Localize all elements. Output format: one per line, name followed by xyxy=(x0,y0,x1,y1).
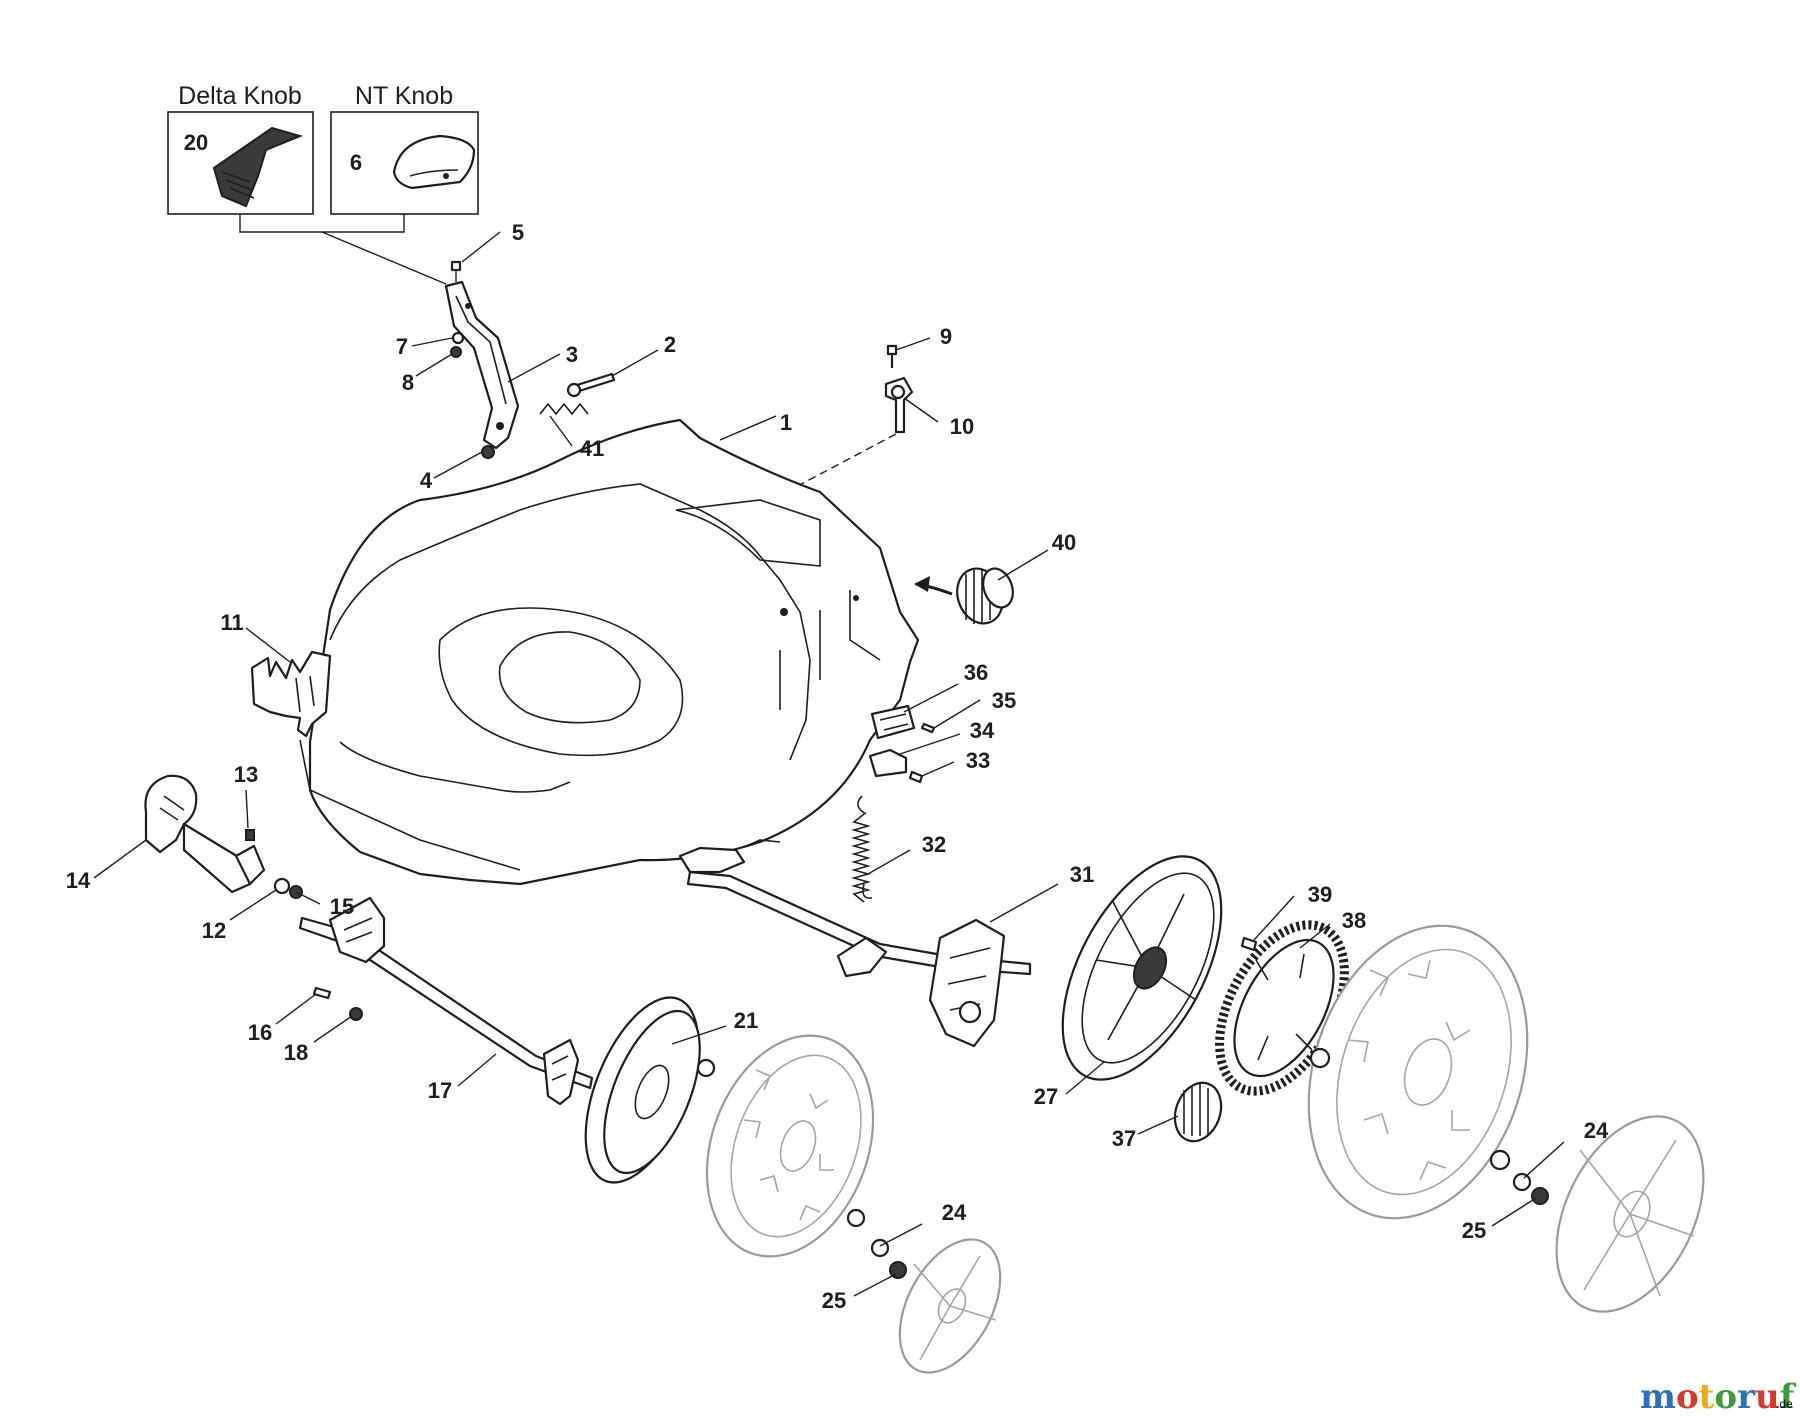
spring-41 xyxy=(539,402,589,416)
callout-34: 34 xyxy=(970,718,995,743)
height-knob-14 xyxy=(144,774,266,894)
callouts: 20 6 5 7 8 3 2 41 4 9 10 1 40 11 36 35 3… xyxy=(66,130,1609,1313)
nt-knob-part xyxy=(392,134,476,190)
drive-coupler-40 xyxy=(956,567,1014,625)
nt-knob-title: NT Knob xyxy=(355,82,453,110)
callout-25-rear: 25 xyxy=(1462,1218,1486,1243)
logo-letter: f xyxy=(1780,1377,1797,1417)
hook-10 xyxy=(884,376,914,434)
callout-5: 5 xyxy=(512,220,524,245)
callout-39: 39 xyxy=(1308,882,1332,907)
screw-9 xyxy=(886,344,898,368)
logo-letter: o xyxy=(1676,1377,1699,1417)
callout-24-front: 24 xyxy=(942,1200,967,1225)
callout-17: 17 xyxy=(428,1078,452,1103)
height-adjust-lever xyxy=(444,280,520,450)
callout-33: 33 xyxy=(966,748,990,773)
nut-8 xyxy=(450,346,462,358)
logo-text: motoruf xyxy=(1640,1377,1797,1417)
callout-35: 35 xyxy=(992,688,1016,713)
callout-9: 9 xyxy=(940,324,952,349)
bearing-front-inner xyxy=(696,1058,716,1078)
pin-2 xyxy=(566,372,616,398)
callout-4: 4 xyxy=(420,468,433,493)
callout-32: 32 xyxy=(922,832,946,857)
callout-8: 8 xyxy=(402,370,414,395)
pinion-37 xyxy=(1173,1081,1223,1143)
washer-24-rear xyxy=(1512,1172,1532,1192)
logo-letter: r xyxy=(1737,1377,1756,1417)
callout-12: 12 xyxy=(202,918,226,943)
spring-32 xyxy=(851,795,873,903)
front-roller-21 xyxy=(584,996,701,1184)
rear-axle-31 xyxy=(686,870,1032,1048)
nt-knob-box: NT Knob xyxy=(330,82,479,215)
height-indicator-11 xyxy=(250,650,332,738)
rear-wheel xyxy=(1307,924,1529,1220)
callout-27: 27 xyxy=(1034,1084,1058,1109)
callout-40: 40 xyxy=(1052,530,1076,555)
knob-bracket-leader xyxy=(239,214,447,285)
logo-letter: t xyxy=(1699,1377,1715,1417)
callout-15: 15 xyxy=(330,894,354,919)
callout-31: 31 xyxy=(1070,862,1094,887)
screw-39 xyxy=(1240,936,1258,952)
callout-7: 7 xyxy=(396,334,408,359)
motoruf-logo: motoruf .de xyxy=(1640,1377,1797,1417)
callout-14: 14 xyxy=(66,868,91,893)
screw-35 xyxy=(920,722,936,734)
callout-36: 36 xyxy=(964,660,988,685)
clamp-34 xyxy=(868,748,908,778)
front-hubcap xyxy=(898,1238,1002,1374)
bearing-rear-inner xyxy=(1309,1047,1331,1069)
nut-25-front xyxy=(889,1261,907,1279)
leader-lines xyxy=(93,231,1565,1297)
callout-1: 1 xyxy=(780,410,792,435)
nut-25-rear xyxy=(1531,1187,1549,1205)
rear-hubcap xyxy=(1555,1115,1705,1313)
callout-13: 13 xyxy=(234,762,258,787)
callout-24-rear: 24 xyxy=(1584,1118,1609,1143)
nut-18 xyxy=(349,1007,363,1021)
bearing-rear-outer xyxy=(1489,1149,1511,1171)
callout-38: 38 xyxy=(1342,908,1366,933)
callout-21: 21 xyxy=(734,1008,758,1033)
front-axle-17 xyxy=(298,896,594,1106)
callout-11: 11 xyxy=(220,610,243,635)
callout-20: 20 xyxy=(184,130,208,155)
callout-6: 6 xyxy=(350,150,362,175)
callout-10: 10 xyxy=(950,414,974,439)
callout-41: 41 xyxy=(580,436,604,461)
washer-12 xyxy=(273,877,291,895)
screw-5 xyxy=(450,260,462,282)
direction-arrow xyxy=(914,576,953,596)
screw-33 xyxy=(908,770,924,784)
logo-letter: m xyxy=(1640,1377,1676,1417)
logo-letter: o xyxy=(1714,1377,1737,1417)
nut-4 xyxy=(481,445,495,459)
delta-knob-box: Delta Knob xyxy=(167,82,314,215)
screw-16 xyxy=(312,986,332,1000)
callout-18: 18 xyxy=(284,1040,308,1065)
delta-knob-title: Delta Knob xyxy=(178,82,302,110)
delta-knob-part xyxy=(212,126,304,208)
bearing-front-outer xyxy=(846,1208,866,1228)
screw-13 xyxy=(245,829,255,841)
logo-suffix: .de xyxy=(1776,1397,1793,1411)
mower-deck xyxy=(299,418,920,886)
drive-cover-27 xyxy=(1061,855,1223,1081)
logo-letter: u xyxy=(1755,1377,1780,1417)
callout-3: 3 xyxy=(566,342,578,367)
front-wheel xyxy=(705,1034,875,1258)
callout-37: 37 xyxy=(1112,1126,1136,1151)
callout-2: 2 xyxy=(664,332,676,357)
washer-7 xyxy=(451,331,465,345)
callout-25-front: 25 xyxy=(822,1288,846,1313)
callout-16: 16 xyxy=(248,1020,272,1045)
